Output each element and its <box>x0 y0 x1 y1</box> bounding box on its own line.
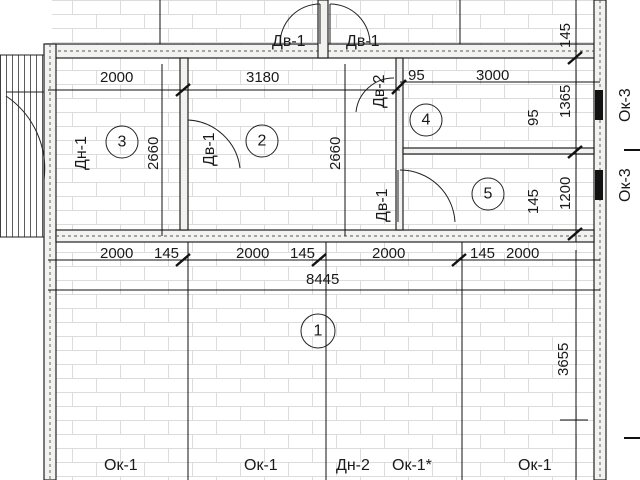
door-swing <box>5 3 456 223</box>
window-label-ok1: Ок-1 <box>104 457 138 474</box>
window-marker <box>595 90 603 120</box>
door-label-dv1: Дв-1 <box>346 33 380 50</box>
dim-2660: 2660 <box>145 137 162 170</box>
door-label-dn1: Дн-1 <box>73 136 90 170</box>
window-label-ok1: Ок-1 <box>244 457 278 474</box>
window-label-ok1: Ок-1 <box>518 457 552 474</box>
door-label-dv1-room2: Дв-1 <box>201 132 218 166</box>
window-label-ok1-star: Ок-1* <box>392 457 432 474</box>
dim-2000: 2000 <box>372 245 405 262</box>
room-number-3: 3 <box>118 134 127 151</box>
room-circle-1 <box>300 313 336 349</box>
dim-3180: 3180 <box>246 69 279 86</box>
dim-3655: 3655 <box>555 343 572 376</box>
dim-overall-width: 8445 <box>306 271 339 288</box>
window-marker <box>595 170 603 200</box>
partition-2-3 <box>179 57 189 231</box>
wall-right <box>593 0 607 480</box>
room-circle-4 <box>409 103 443 137</box>
partition-4-5-vertical <box>395 57 404 231</box>
door-label-dv1-room5: Дв-1 <box>374 188 391 222</box>
dim-95: 95 <box>525 109 542 126</box>
door-label-dv2: Дв-2 <box>371 74 388 108</box>
dim-145: 145 <box>557 23 574 48</box>
dim-2000: 2000 <box>100 69 133 86</box>
room-circle-5 <box>471 177 505 211</box>
dim-2000: 2000 <box>100 245 133 262</box>
dim-95: 95 <box>408 67 425 84</box>
porch-deck <box>0 54 45 238</box>
dimension-lines <box>48 0 600 480</box>
room-number-5: 5 <box>484 186 493 203</box>
dim-145: 145 <box>525 189 542 214</box>
dim-2660: 2660 <box>327 137 344 170</box>
dim-145: 145 <box>290 245 315 262</box>
door-label-dv1: Дв-1 <box>272 33 306 50</box>
dim-2000: 2000 <box>506 245 539 262</box>
partition-hall <box>317 0 329 59</box>
dim-145: 145 <box>470 245 495 262</box>
dim-145: 145 <box>154 245 179 262</box>
wall-middle <box>55 229 595 243</box>
room-circle-3 <box>105 125 139 159</box>
door-label-dn2: Дн-2 <box>336 457 370 474</box>
room-number-4: 4 <box>422 112 431 129</box>
window-label-ok3: Ок-3 <box>617 168 634 202</box>
dim-2000: 2000 <box>236 245 269 262</box>
dim-1365: 1365 <box>557 85 574 118</box>
room-number-1: 1 <box>314 323 323 340</box>
partition-4-5-horizontal <box>402 147 595 155</box>
dim-1200: 1200 <box>557 177 574 210</box>
wall-left <box>43 43 57 480</box>
room-circle-2 <box>245 124 279 158</box>
room-number-2: 2 <box>258 133 267 150</box>
window-label-ok3: Ок-3 <box>617 88 634 122</box>
dim-3000: 3000 <box>476 67 509 84</box>
